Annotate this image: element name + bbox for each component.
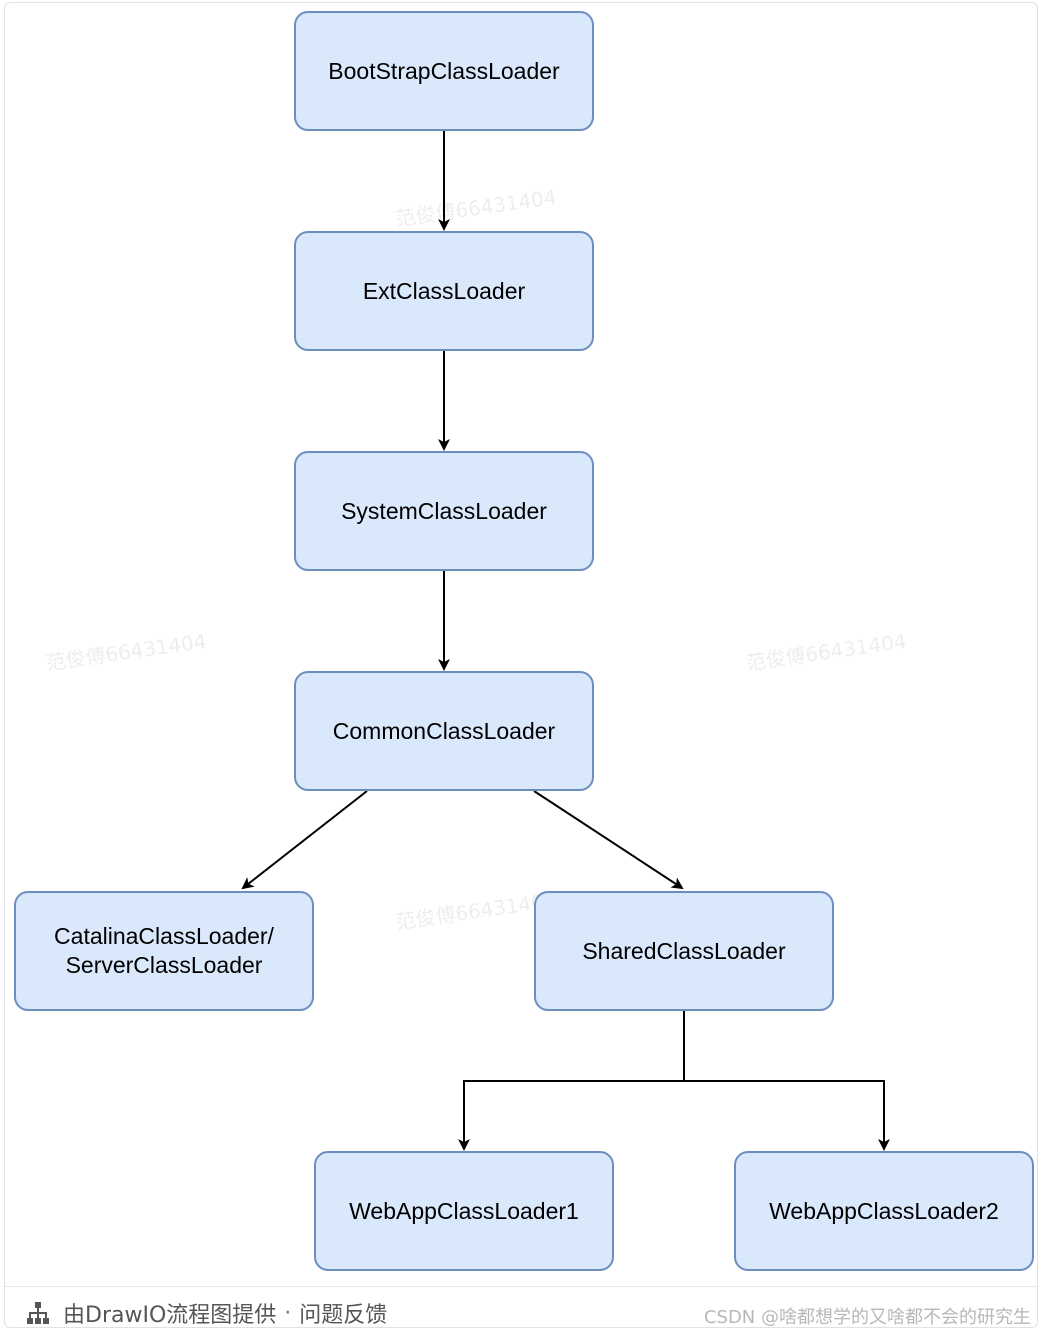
node-common-classloader: CommonClassLoader: [294, 671, 594, 791]
footer-attribution: 由DrawIO流程图提供 · 问题反馈: [25, 1297, 387, 1329]
node-bootstrap-classloader: BootStrapClassLoader: [294, 11, 594, 131]
node-catalina-server-classloader: CatalinaClassLoader/ ServerClassLoader: [14, 891, 314, 1011]
connector-layer: [241, 131, 890, 1151]
footer-bar: 由DrawIO流程图提供 · 问题反馈 CSDN @啥都想学的又啥都不会的研究生: [5, 1286, 1037, 1329]
node-system-classloader: SystemClassLoader: [294, 451, 594, 571]
node-shared-classloader: SharedClassLoader: [534, 891, 834, 1011]
edge-shared-to-webapp2: [683, 1011, 890, 1151]
edge-common-to-shared: [533, 790, 684, 890]
drawio-provided-by-link[interactable]: 由DrawIO流程图提供: [63, 1303, 277, 1328]
edge-shared-to-webapp1: [458, 1011, 685, 1151]
org-chart-icon: [25, 1300, 51, 1326]
edge-common-to-catalina: [241, 790, 368, 890]
node-ext-classloader: ExtClassLoader: [294, 231, 594, 351]
diagram-frame: [4, 2, 1038, 1328]
feedback-link[interactable]: 问题反馈: [299, 1303, 388, 1328]
node-webapp-classloader-1: WebAppClassLoader1: [314, 1151, 614, 1271]
node-webapp-classloader-2: WebAppClassLoader2: [734, 1151, 1034, 1271]
footer-separator: ·: [284, 1300, 292, 1326]
csdn-credit: CSDN @啥都想学的又啥都不会的研究生: [703, 1307, 1031, 1328]
